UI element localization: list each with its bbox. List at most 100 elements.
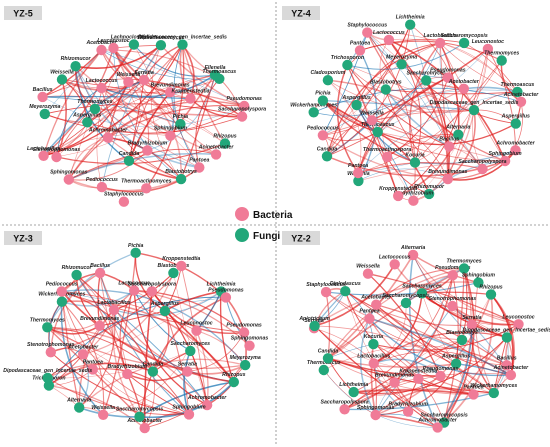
fungi-node-marker	[185, 345, 196, 357]
node-label: Staphylococcus	[347, 23, 387, 29]
fungi-node-marker	[71, 269, 82, 281]
positive-edge	[314, 325, 495, 394]
bacteria-node-marker	[370, 409, 381, 421]
fungi-node-marker	[89, 103, 101, 115]
bacteria-node-marker	[499, 155, 511, 167]
network-node: Blastobotrys	[446, 330, 478, 346]
positive-edge	[439, 42, 460, 135]
node-label: Acetobacter	[360, 295, 392, 301]
positive-edge	[367, 32, 459, 135]
network-node: Pichia	[128, 243, 143, 258]
positive-edge	[151, 291, 234, 383]
node-label: Serratia	[134, 70, 153, 76]
negative-edge	[405, 267, 465, 304]
node-label: Leuconostoc	[180, 321, 212, 327]
positive-edge	[44, 113, 243, 134]
node-label: Sphingobium	[489, 151, 523, 157]
bacteria-node-marker	[408, 195, 419, 206]
negative-edge	[367, 32, 450, 147]
node-label: Rhizopus	[479, 284, 502, 290]
positive-edge	[345, 291, 409, 412]
positive-edge	[133, 290, 208, 406]
bacteria-node-marker	[201, 399, 213, 411]
network-node: Lactococcus	[379, 254, 411, 270]
bacteria-node-marker	[468, 389, 479, 400]
positive-edge	[42, 49, 102, 98]
node-label: Thermoascus	[501, 82, 535, 88]
node-label: Apiotrichum	[298, 316, 330, 322]
bacteria-node-marker	[432, 422, 443, 433]
bacteria-node-marker	[362, 27, 373, 38]
negative-edge	[133, 44, 216, 77]
network-node: Pantoea	[348, 163, 368, 179]
positive-edge	[366, 32, 416, 201]
negative-edge	[373, 363, 409, 413]
fungi-node-marker	[130, 247, 141, 258]
positive-edge	[347, 64, 475, 111]
node-label: Thermoascus	[307, 360, 341, 366]
network-node: Lachnoclostridium	[111, 35, 157, 50]
bacteria-node-marker	[210, 149, 222, 160]
positive-edge	[144, 79, 243, 118]
fungi-node-marker	[228, 376, 239, 388]
negative-edge	[357, 50, 378, 182]
node-label: Bradyrhizobium	[108, 364, 148, 370]
bacteria-node-marker	[108, 304, 120, 316]
positive-edge	[47, 377, 190, 416]
node-label: Pseudomonas	[435, 265, 471, 271]
positive-edge	[43, 47, 115, 157]
fungi-node-marker	[123, 155, 135, 166]
positive-edge	[55, 79, 67, 158]
bacteria-node-marker	[317, 130, 329, 141]
positive-edge	[195, 330, 209, 406]
node-label: Bacillus	[439, 137, 459, 143]
node-label: Serratia	[462, 315, 481, 321]
node-label: Staphylococcus	[104, 192, 144, 198]
negative-edge	[101, 49, 245, 107]
positive-edge	[68, 149, 148, 181]
fungi-node-marker	[128, 39, 140, 50]
legend-label-fungi: Fungi	[253, 231, 280, 242]
positive-edge	[42, 49, 103, 156]
negative-edge	[61, 291, 226, 304]
network-node: Brevundimonas	[428, 169, 468, 185]
network-node: Apiotrichum	[298, 316, 330, 332]
fungi-node-marker	[322, 353, 334, 364]
node-label: Bradyrhizobium	[388, 402, 428, 408]
node-label: Rhizomucor	[414, 184, 445, 190]
bacteria-node-marker	[368, 358, 379, 369]
network-node: Pichia	[315, 91, 331, 106]
bacteria-node-marker	[102, 132, 114, 143]
network-node: Kocuria	[364, 334, 383, 350]
positive-edge	[452, 275, 459, 364]
node-label: Pediococcus	[46, 281, 78, 287]
positive-edge	[61, 290, 197, 332]
network-node: Weissella	[91, 405, 115, 420]
bacteria-node-marker	[381, 151, 393, 163]
negative-edge	[408, 254, 439, 428]
network-node: Lactobacillus	[424, 33, 457, 49]
bacteria-node-marker	[389, 259, 400, 270]
node-label: Alternaria	[445, 125, 470, 131]
network-node: Dipodascaceae_gen_Incertae_sedis	[462, 327, 550, 343]
network-node: Achromobacter	[417, 417, 458, 433]
negative-edge	[375, 305, 453, 416]
node-label: Brevundimonas	[428, 169, 467, 175]
bacteria-node-marker	[87, 364, 99, 375]
legend-label-bacteria: Bacteria	[253, 210, 293, 221]
positive-edge	[187, 332, 245, 372]
bacteria-node-marker	[407, 249, 419, 261]
network-node: Alternaria	[400, 245, 425, 261]
node-label: Saccharomyces	[171, 341, 211, 347]
positive-edge	[327, 80, 362, 174]
bacteria-node-marker	[389, 377, 400, 388]
network-node: Lactobacillus	[27, 146, 60, 161]
node-label: Thermomyces	[30, 317, 65, 323]
bacteria-node-marker	[244, 340, 255, 351]
positive-edge	[428, 109, 475, 195]
positive-edge	[425, 80, 450, 180]
network-node: Serratia	[178, 362, 197, 377]
positive-edge	[78, 358, 246, 408]
fungi-node-marker	[177, 39, 188, 50]
positive-edge	[447, 48, 489, 180]
